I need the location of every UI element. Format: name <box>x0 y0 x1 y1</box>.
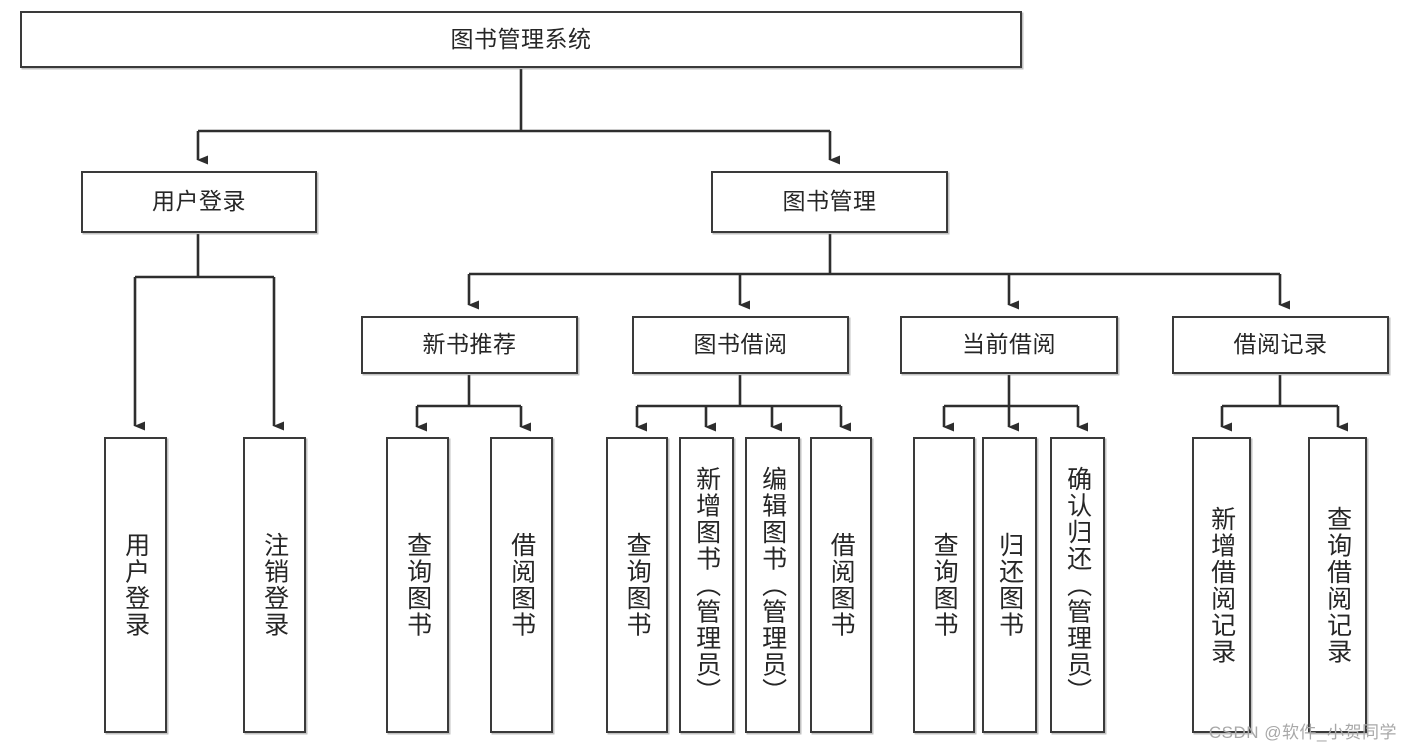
node-leaf-query-borrow-record[interactable]: 查询借阅记录 <box>1308 437 1367 733</box>
node-label: 当前借阅 <box>962 331 1056 358</box>
node-leaf-logout[interactable]: 注销登录 <box>243 437 306 733</box>
node-leaf-add-book-admin[interactable]: 新增图书（管理员） <box>679 437 734 733</box>
node-label: 编辑图书（管理员） <box>758 465 787 705</box>
node-root-system[interactable]: 图书管理系统 <box>20 11 1022 68</box>
node-label: 图书借阅 <box>693 331 788 358</box>
node-leaf-return-book[interactable]: 归还图书 <box>982 437 1037 733</box>
node-leaf-edit-book-admin[interactable]: 编辑图书（管理员） <box>745 437 800 733</box>
node-label: 新增图书（管理员） <box>692 465 721 705</box>
watermark: CSDN @软件_小贺同学 <box>1208 723 1397 742</box>
node-label: 图书管理系统 <box>450 25 592 52</box>
node-label: 借阅图书 <box>827 532 856 638</box>
node-label: 借阅记录 <box>1233 331 1328 358</box>
node-leaf-query-book-recommend[interactable]: 查询图书 <box>386 437 449 733</box>
node-new-book-recommend[interactable]: 新书推荐 <box>361 316 578 374</box>
node-leaf-borrow-book[interactable]: 借阅图书 <box>810 437 872 733</box>
node-book-borrow[interactable]: 图书借阅 <box>632 316 849 374</box>
node-current-borrow[interactable]: 当前借阅 <box>900 316 1118 374</box>
node-label: 查询图书 <box>623 532 652 638</box>
node-label: 查询图书 <box>403 532 432 638</box>
node-label: 新书推荐 <box>422 331 517 358</box>
node-leaf-add-borrow-record[interactable]: 新增借阅记录 <box>1192 437 1251 733</box>
node-leaf-borrow-book-recommend[interactable]: 借阅图书 <box>490 437 553 733</box>
node-label: 注销登录 <box>260 532 289 638</box>
node-borrow-record[interactable]: 借阅记录 <box>1172 316 1389 374</box>
node-label: 用户登录 <box>152 188 246 215</box>
node-user-login[interactable]: 用户登录 <box>81 171 317 233</box>
node-label: 查询图书 <box>930 532 959 638</box>
node-label: 确认归还（管理员） <box>1063 465 1092 705</box>
node-label: 图书管理 <box>782 188 877 215</box>
node-label: 查询借阅记录 <box>1323 505 1352 665</box>
node-leaf-query-book-current[interactable]: 查询图书 <box>913 437 975 733</box>
node-label: 用户登录 <box>121 532 150 638</box>
node-book-management[interactable]: 图书管理 <box>711 171 948 233</box>
node-leaf-confirm-return-admin[interactable]: 确认归还（管理员） <box>1050 437 1105 733</box>
node-label: 借阅图书 <box>507 532 536 638</box>
node-leaf-user-login[interactable]: 用户登录 <box>104 437 167 733</box>
node-leaf-query-book-borrow[interactable]: 查询图书 <box>606 437 668 733</box>
node-label: 归还图书 <box>995 532 1024 638</box>
node-label: 新增借阅记录 <box>1207 505 1236 665</box>
